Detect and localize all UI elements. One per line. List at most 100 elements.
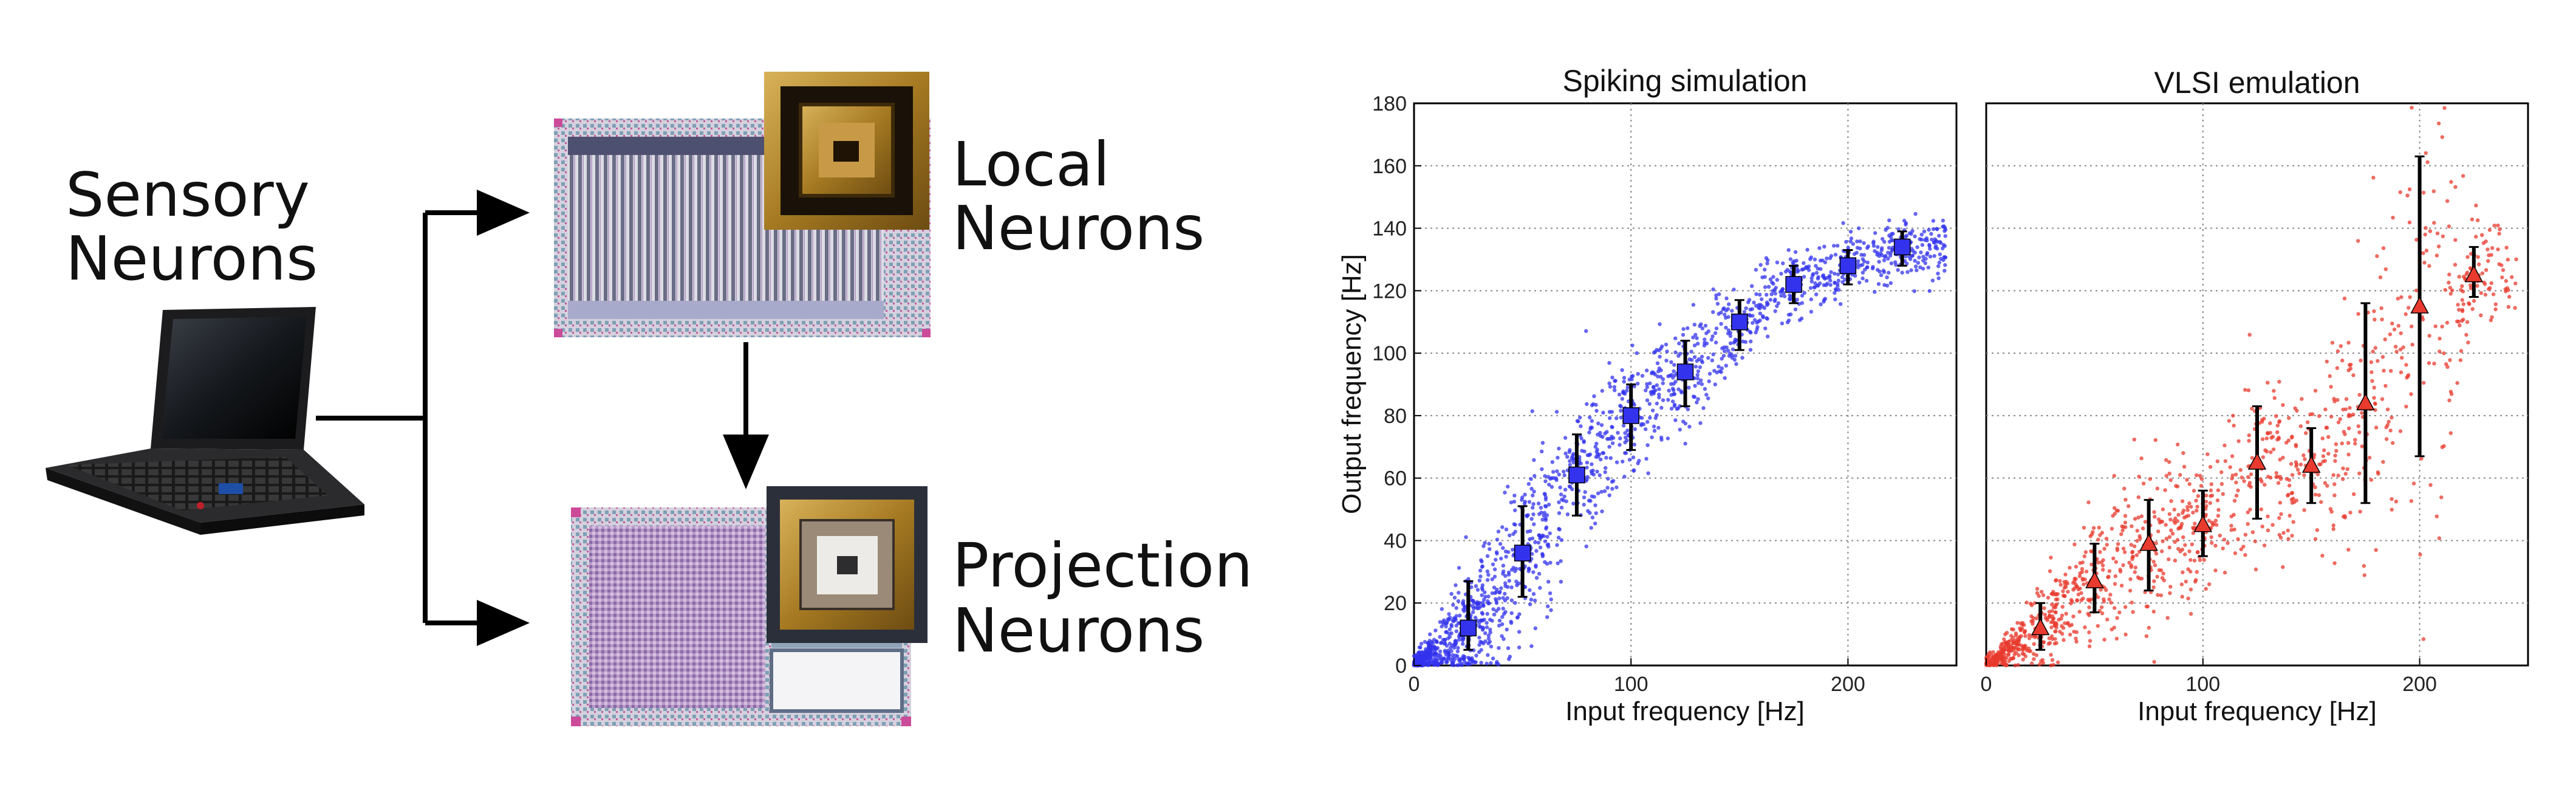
data-point (1932, 240, 1936, 244)
data-point (2135, 538, 2139, 543)
data-point (1447, 612, 1451, 616)
data-point (2172, 507, 2176, 512)
data-point (2209, 482, 2213, 486)
data-point (2380, 355, 2385, 359)
data-point (1529, 597, 1534, 602)
data-point (1447, 656, 1451, 661)
data-point (1601, 451, 1605, 455)
data-point (2218, 534, 2222, 538)
data-point (1584, 329, 1588, 333)
data-point (2496, 223, 2500, 228)
data-point (1539, 511, 1543, 515)
data-point (1481, 544, 1486, 548)
data-point (1936, 271, 1940, 276)
data-point (1497, 596, 1502, 600)
x-axis-label: Input frequency [Hz] (2137, 696, 2377, 726)
data-point (2168, 585, 2173, 589)
arrow-to-projection (477, 600, 530, 646)
data-point (1449, 622, 1454, 627)
data-point (1506, 646, 1511, 650)
data-point (2489, 253, 2493, 257)
data-point (1707, 379, 1711, 383)
data-point (1904, 254, 1908, 259)
data-point (2009, 643, 2014, 647)
data-point (1758, 303, 1763, 307)
data-point (1653, 373, 1657, 377)
data-point (2109, 600, 2113, 605)
data-point (2100, 563, 2105, 568)
data-point (1860, 257, 1865, 261)
data-point (1483, 590, 1487, 594)
data-point (1860, 263, 1865, 267)
data-point (1593, 444, 1597, 449)
data-point (1657, 387, 1661, 391)
data-point (1857, 226, 1861, 230)
data-point (1585, 461, 1590, 465)
data-point (1669, 407, 1674, 411)
data-point (2230, 454, 2235, 458)
data-point (1477, 600, 1482, 605)
data-point (1505, 627, 1509, 632)
data-point (1593, 503, 1597, 507)
data-point (2331, 473, 2335, 477)
data-point (1442, 618, 1446, 622)
data-point (1692, 323, 1696, 327)
data-point (2002, 637, 2006, 642)
data-point (2506, 258, 2510, 262)
data-point (2390, 507, 2394, 512)
data-point (2438, 336, 2442, 341)
data-point (2294, 464, 2298, 469)
data-point (1877, 260, 1881, 264)
data-point (2023, 634, 2028, 638)
data-point (2407, 220, 2412, 225)
data-point (2504, 279, 2509, 283)
data-point (2356, 424, 2360, 428)
data-point (1423, 640, 1427, 644)
data-point (2100, 605, 2104, 610)
data-point (2232, 498, 2237, 503)
data-point (2039, 590, 2044, 594)
data-point (2099, 560, 2103, 565)
data-point (1613, 388, 1617, 393)
data-point (1931, 219, 1936, 223)
data-point (1618, 442, 1622, 447)
data-point (1533, 626, 1537, 631)
data-point (2403, 312, 2408, 317)
data-point (1692, 355, 1697, 359)
data-point (2401, 345, 2405, 349)
data-point (2153, 438, 2157, 442)
data-point (1909, 268, 1913, 272)
data-point (1449, 645, 1453, 650)
data-point (1840, 280, 1845, 284)
data-point (1465, 662, 1470, 666)
data-point (1802, 290, 1806, 295)
mean-marker (1785, 276, 1802, 293)
data-point (1501, 596, 1505, 600)
data-point (1841, 221, 1845, 225)
data-point (1695, 400, 1699, 405)
data-point (1582, 495, 1587, 500)
data-point (1619, 408, 1623, 413)
data-point (1610, 376, 1614, 380)
data-point (1443, 648, 1447, 653)
data-point (2196, 494, 2201, 498)
data-point (1679, 390, 1684, 395)
data-point (1655, 413, 1659, 418)
data-point (2157, 568, 2161, 572)
data-point (2069, 601, 2073, 606)
data-point (1693, 365, 1698, 369)
mean-marker (2031, 617, 2050, 636)
data-point (2455, 319, 2459, 323)
data-point (2082, 526, 2086, 530)
data-point (2223, 459, 2227, 463)
data-point (2278, 500, 2283, 505)
data-point (1432, 647, 1437, 651)
data-point (2167, 545, 2171, 549)
data-point (2326, 435, 2331, 439)
data-point (2119, 583, 2124, 588)
data-point (2268, 421, 2272, 425)
data-point (1800, 294, 1805, 298)
data-point (2421, 637, 2426, 641)
data-point (1571, 456, 1576, 461)
data-point (2349, 362, 2353, 367)
